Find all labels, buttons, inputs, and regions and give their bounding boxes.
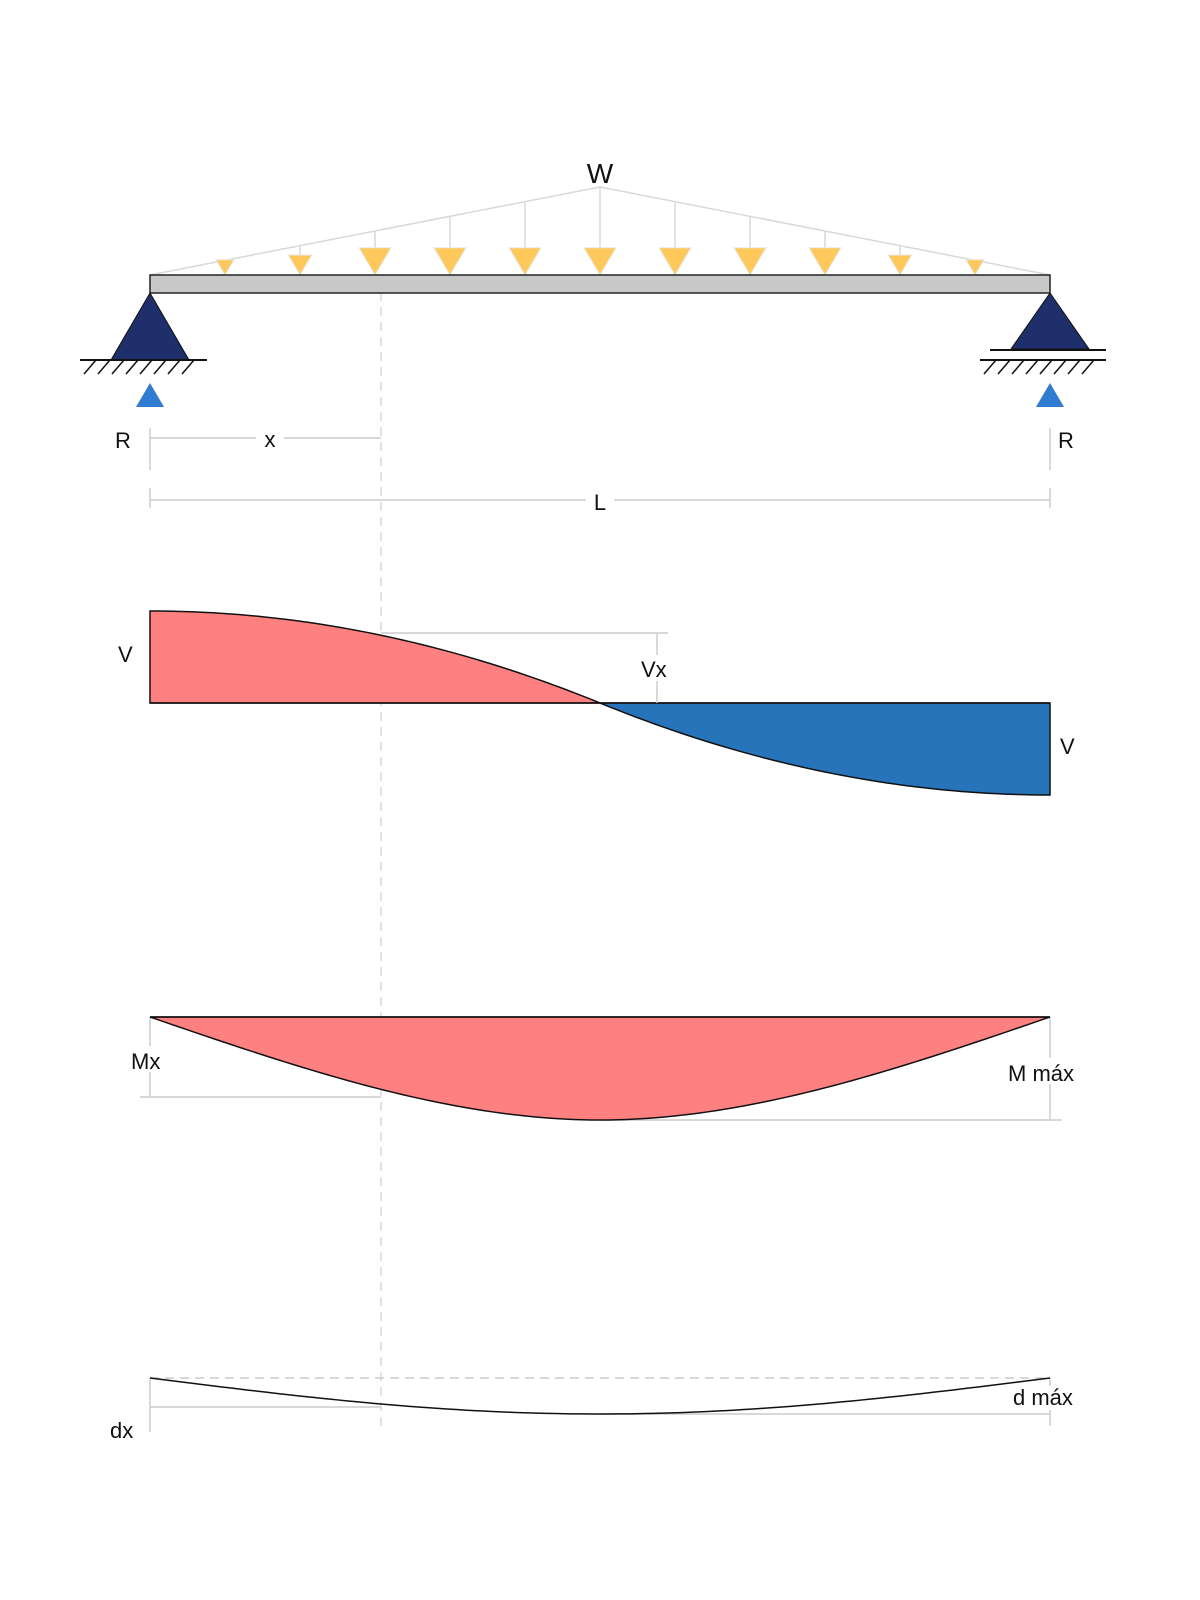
hatch-mark [1081,359,1095,375]
hatch-mark [97,359,111,375]
deflection-diagram: dx d máx [110,1377,1086,1443]
pin-support-icon [110,292,190,361]
down-arrow-icon [887,254,913,276]
moment-at-x-label: Mx [131,1049,160,1074]
load-diagram: W R R x L [80,158,1106,515]
hatch-mark [125,359,139,375]
shear-positive-area [149,610,601,704]
shear-right-label: V [1060,734,1075,759]
hatch-mark [167,359,181,375]
reaction-label-right: R [1058,428,1074,453]
down-arrow-icon [287,254,313,276]
moment-max-label: M máx [1008,1061,1074,1086]
shear-diagram: Vx V V [118,610,1075,796]
reaction-label-left: R [115,428,131,453]
reaction-arrow-left-icon [136,383,164,407]
deflection-max-label: d máx [1013,1385,1073,1410]
down-arrow-icon [808,247,842,276]
hatch-mark [983,359,997,375]
span-label: L [594,490,606,515]
deflection-curve [149,1377,1051,1415]
down-arrow-icon [583,247,617,276]
moment-area [149,1016,1051,1121]
moment-diagram: Mx M máx [128,1016,1086,1121]
shear-left-label: V [118,642,133,667]
hatch-mark [1025,359,1039,375]
position-label: x [265,427,276,452]
beam [149,274,1051,294]
down-arrow-icon [508,247,542,276]
hatch-mark [111,359,125,375]
down-arrow-icon [658,247,692,276]
hatch-mark [1011,359,1025,375]
hatch-mark [181,359,195,375]
hatch-mark [153,359,167,375]
shear-negative-area [599,702,1051,796]
ground-hatch-right [983,359,1095,375]
shear-at-x-label: Vx [641,657,667,682]
deflection-at-x-label: dx [110,1418,133,1443]
right-roller-support [980,292,1106,375]
hatch-mark [1039,359,1053,375]
reaction-arrow-right-icon [1036,383,1064,407]
load-arrows [215,187,985,276]
down-arrow-icon [433,247,467,276]
hatch-mark [1067,359,1081,375]
hatch-mark [997,359,1011,375]
ground-hatch-left [83,359,195,375]
down-arrow-icon [965,259,985,276]
down-arrow-icon [215,259,235,276]
hatch-mark [1053,359,1067,375]
hatch-mark [83,359,97,375]
hatch-mark [139,359,153,375]
load-label: W [587,158,614,189]
down-arrow-icon [733,247,767,276]
left-pin-support [80,292,207,375]
roller-support-icon [1010,292,1090,350]
down-arrow-icon [358,247,392,276]
